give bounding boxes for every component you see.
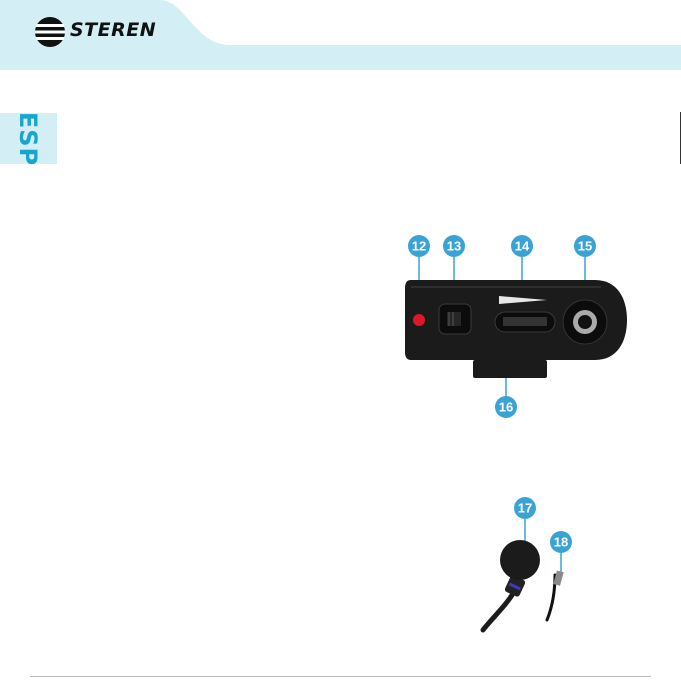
power-switch bbox=[439, 304, 471, 334]
callout-12: 12 bbox=[408, 235, 430, 257]
callout-14: 14 bbox=[511, 235, 533, 257]
audio-jack bbox=[563, 300, 607, 344]
steren-logo-icon bbox=[34, 16, 66, 48]
svg-text:13: 13 bbox=[447, 239, 461, 254]
callout-16: 16 bbox=[495, 396, 517, 418]
callout-18: 18 bbox=[550, 531, 572, 553]
callout-17: 17 bbox=[514, 497, 536, 519]
svg-text:15: 15 bbox=[578, 239, 592, 254]
callout-15: 15 bbox=[574, 235, 596, 257]
device-top-view-illustration: 12 13 14 15 16 bbox=[395, 232, 635, 427]
svg-text:12: 12 bbox=[412, 239, 426, 254]
microphone-illustration: 17 18 bbox=[475, 495, 595, 640]
svg-text:17: 17 bbox=[518, 501, 532, 516]
brand-name: STEREN bbox=[70, 19, 156, 41]
footer-rule bbox=[30, 676, 651, 677]
callout-13: 13 bbox=[443, 235, 465, 257]
language-label: ESP bbox=[14, 112, 42, 166]
led-indicator-icon bbox=[413, 314, 425, 326]
foam-windscreen bbox=[500, 540, 540, 580]
svg-text:16: 16 bbox=[499, 400, 513, 415]
language-tab: ESP bbox=[0, 113, 57, 164]
svg-text:14: 14 bbox=[515, 239, 530, 254]
page-header: STEREN bbox=[0, 0, 681, 70]
svg-text:18: 18 bbox=[554, 535, 568, 550]
